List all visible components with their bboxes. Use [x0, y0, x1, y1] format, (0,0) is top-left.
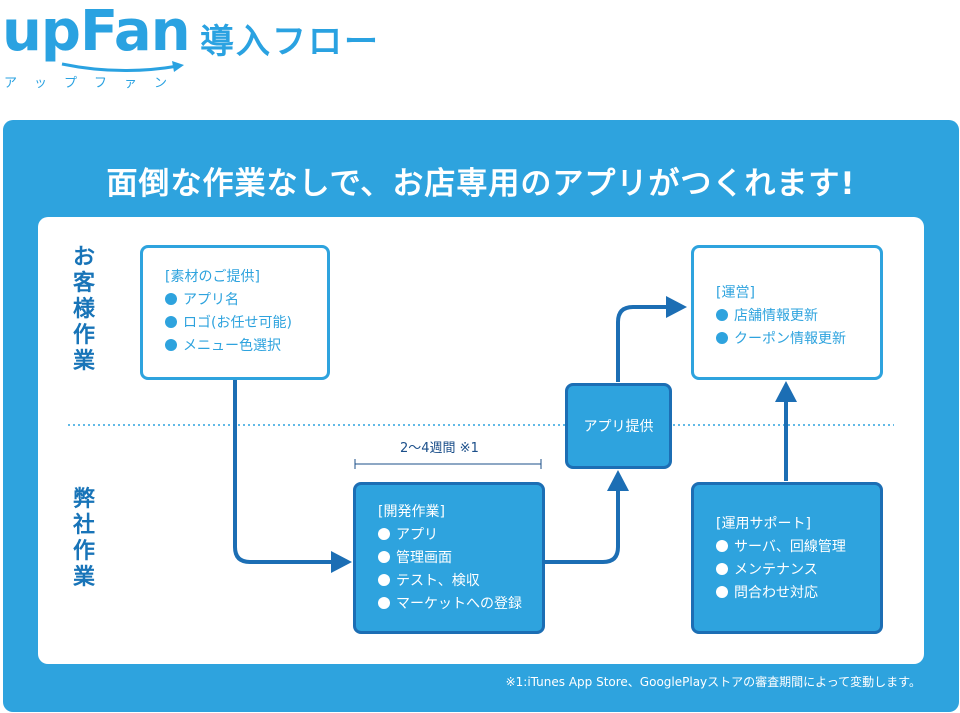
bullet-dot-icon: [716, 540, 728, 552]
bullet-dot-icon: [716, 309, 728, 321]
support-box: [運用サポート] サーバ、回線管理 メンテナンス 問合わせ対応: [691, 482, 883, 634]
header: upFan アップファン 導入フロー: [0, 0, 960, 110]
bullet-dot-icon: [165, 293, 177, 305]
bullet-dot-icon: [378, 574, 390, 586]
flow-connectors: [68, 296, 894, 573]
list-item: ロゴ(お任せ可能): [165, 312, 292, 335]
list-item: テスト、検収: [378, 570, 522, 593]
period-label: 2〜4週間 ※1: [400, 441, 479, 456]
list-item: メンテナンス: [716, 559, 846, 582]
list-item: アプリ名: [165, 289, 292, 312]
flow-diagram: お客様作業 弊社作業 2〜4週間 ※1 [素材のご提供] アプリ名 ロゴ(お任せ…: [38, 217, 924, 664]
materials-box: [素材のご提供] アプリ名 ロゴ(お任せ可能) メニュー色選択: [140, 245, 330, 380]
arrow-development-to-delivery: [544, 489, 620, 564]
logo-swoosh-icon: [61, 61, 184, 73]
bullet-dot-icon: [165, 316, 177, 328]
lane-label-company: 弊社作業: [72, 487, 95, 590]
support-title: [運用サポート]: [716, 516, 811, 532]
bullet-dot-icon: [378, 551, 390, 563]
list-item: クーポン情報更新: [716, 328, 846, 351]
development-box: [開発作業] アプリ 管理画面 テスト、検収 マーケットへの登録: [353, 482, 545, 634]
footnote: ※1:iTunes App Store、GooglePlayストアの審査期間によ…: [505, 675, 921, 689]
page-title: 導入フロー: [200, 22, 380, 62]
bullet-dot-icon: [378, 528, 390, 540]
arrow-delivery-to-operation: [616, 305, 668, 382]
lane-label-customer: お客様作業: [72, 245, 95, 374]
bullet-dot-icon: [716, 332, 728, 344]
logo-kana: アップファン: [4, 76, 185, 91]
bullet-dot-icon: [378, 597, 390, 609]
list-item: サーバ、回線管理: [716, 536, 846, 559]
bullet-dot-icon: [165, 339, 177, 351]
operation-title: [運営]: [716, 285, 755, 301]
delivery-label: アプリ提供: [583, 419, 654, 435]
bullet-dot-icon: [716, 586, 728, 598]
headline: 面倒な作業なしで、お店専用のアプリがつくれます!: [106, 166, 856, 202]
bullet-dot-icon: [716, 563, 728, 575]
arrow-materials-to-development: [233, 379, 333, 564]
list-item: 店舗情報更新: [716, 305, 846, 328]
flow-panel: 面倒な作業なしで、お店専用のアプリがつくれます! お客様作業 弊社作業 2〜4週…: [3, 120, 959, 712]
materials-title: [素材のご提供]: [165, 269, 260, 285]
list-item: 管理画面: [378, 547, 522, 570]
operation-box: [運営] 店舗情報更新 クーポン情報更新: [691, 245, 883, 380]
upfan-logo: upFan: [2, 0, 191, 64]
list-item: マーケットへの登録: [378, 593, 522, 616]
list-item: 問合わせ対応: [716, 582, 846, 605]
delivery-box: アプリ提供: [565, 383, 672, 469]
list-item: メニュー色選択: [165, 335, 292, 358]
development-title: [開発作業]: [378, 504, 445, 520]
list-item: アプリ: [378, 524, 522, 547]
